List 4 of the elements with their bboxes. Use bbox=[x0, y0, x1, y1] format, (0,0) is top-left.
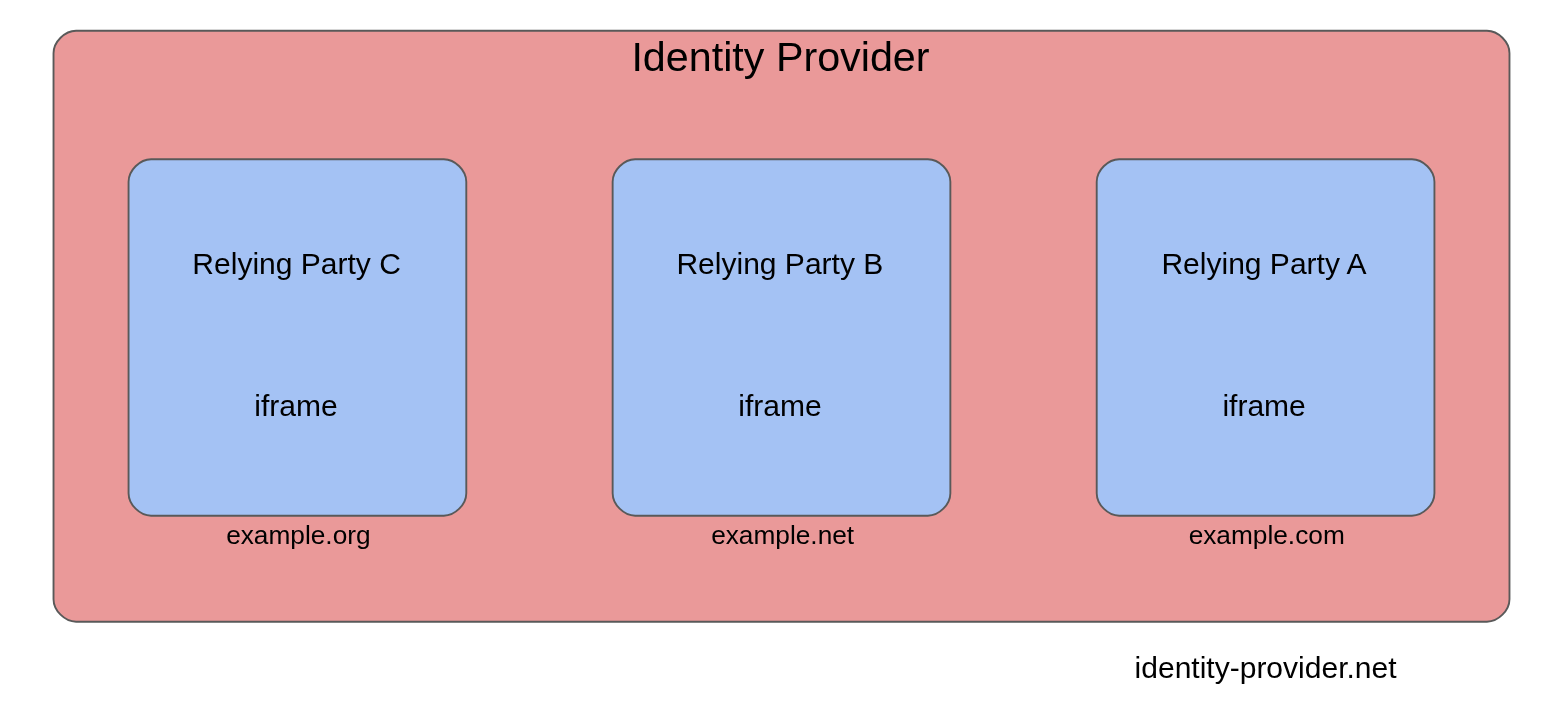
node-label: identity-provider.net bbox=[1134, 650, 1397, 684]
node-label: example.org bbox=[225, 520, 371, 551]
node-label: example.com bbox=[1188, 520, 1345, 551]
node-label: example.net bbox=[710, 520, 854, 551]
